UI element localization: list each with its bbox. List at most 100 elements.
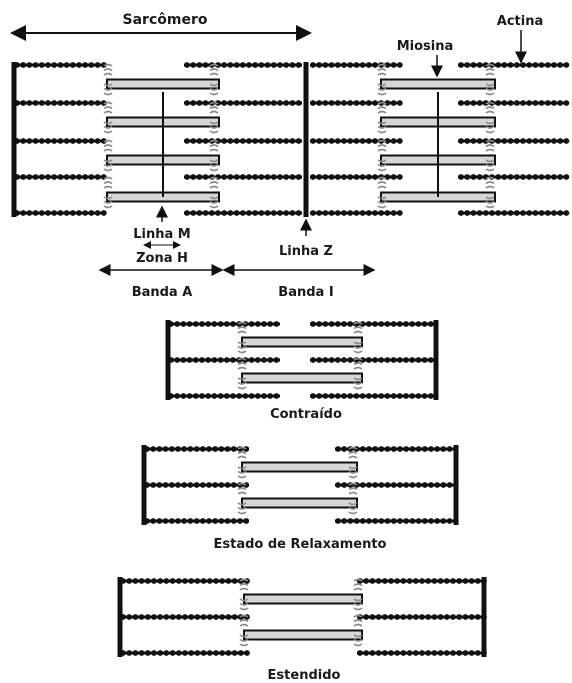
actin-bead bbox=[224, 446, 231, 452]
actin-bead bbox=[196, 100, 203, 106]
actin-bead bbox=[32, 62, 39, 68]
myosin-head bbox=[485, 87, 495, 91]
myosin-head bbox=[103, 83, 113, 87]
actin-bead bbox=[157, 650, 164, 656]
actin-bead bbox=[394, 578, 401, 584]
actin-bead bbox=[26, 210, 33, 216]
actin-bead bbox=[138, 578, 145, 584]
actin-bead bbox=[168, 482, 175, 488]
actin-bead bbox=[174, 357, 181, 363]
myosin-head bbox=[348, 470, 358, 474]
actin-filament bbox=[184, 174, 302, 180]
actin-bead bbox=[415, 321, 422, 327]
actin-bead bbox=[144, 578, 151, 584]
actin-bead bbox=[76, 210, 82, 216]
actin-bead bbox=[213, 650, 219, 656]
actin-bead bbox=[175, 650, 182, 656]
actin-bead bbox=[233, 100, 240, 106]
actin-bead bbox=[88, 174, 95, 180]
actin-bead bbox=[334, 138, 341, 144]
actin-bead bbox=[341, 210, 347, 216]
actin-bead bbox=[310, 100, 316, 106]
actin-bead bbox=[273, 357, 280, 363]
actin-bead bbox=[481, 650, 487, 656]
actin-bead bbox=[353, 393, 360, 399]
actin-bead bbox=[482, 174, 489, 180]
actin-bead bbox=[334, 100, 341, 106]
actin-bead bbox=[156, 446, 163, 452]
actin-bead bbox=[419, 578, 425, 584]
actin-bead bbox=[206, 446, 212, 452]
actin-bead bbox=[206, 578, 213, 584]
actin-bead bbox=[390, 321, 397, 327]
actin-bead bbox=[412, 578, 419, 584]
actin-bead bbox=[57, 174, 64, 180]
myosin-head bbox=[377, 110, 387, 114]
myosin-head bbox=[377, 205, 387, 209]
actin-bead bbox=[162, 518, 169, 524]
actin-bead bbox=[557, 100, 564, 106]
actin-bead bbox=[328, 62, 335, 68]
myosin-head-cluster bbox=[103, 63, 113, 96]
actin-bead bbox=[162, 446, 169, 452]
myosin-head bbox=[239, 602, 249, 606]
actin-bead bbox=[227, 100, 234, 106]
actin-bead bbox=[221, 174, 228, 180]
actin-bead bbox=[372, 482, 379, 488]
actin-bead bbox=[186, 357, 193, 363]
actin-bead bbox=[403, 321, 409, 327]
myosin-head bbox=[377, 200, 387, 204]
actin-filament bbox=[184, 210, 302, 216]
myosin-head bbox=[377, 63, 387, 67]
actin-filament bbox=[168, 357, 280, 363]
actin-bead bbox=[372, 210, 378, 216]
actin-bead bbox=[144, 482, 150, 488]
actin-bead bbox=[551, 62, 557, 68]
actin-bead bbox=[213, 578, 219, 584]
actin-bead bbox=[252, 62, 259, 68]
actin-bead bbox=[100, 174, 107, 180]
actin-bead bbox=[328, 174, 335, 180]
actin-bead bbox=[316, 62, 323, 68]
myosin-head bbox=[209, 139, 219, 143]
actin-bead bbox=[225, 650, 232, 656]
actin-bead bbox=[372, 100, 378, 106]
actin-bead bbox=[261, 357, 267, 363]
actin-bead bbox=[363, 614, 370, 620]
actin-bead bbox=[163, 650, 170, 656]
stretched-caption: Estendido bbox=[268, 668, 341, 683]
myosin-head bbox=[377, 83, 387, 87]
myosin-head bbox=[209, 130, 219, 134]
myosin-head-cluster bbox=[377, 139, 387, 172]
myosin-head bbox=[103, 72, 113, 76]
actin-bead bbox=[151, 578, 157, 584]
actin-filament bbox=[14, 210, 107, 216]
relaxed-sarcomere bbox=[141, 445, 459, 525]
actin-bead bbox=[421, 482, 428, 488]
actin-bead bbox=[242, 393, 249, 399]
actin-bead bbox=[100, 138, 107, 144]
actin-bead bbox=[396, 357, 403, 363]
actin-bead bbox=[132, 650, 139, 656]
actin-bead bbox=[246, 100, 252, 106]
actin-bead bbox=[174, 393, 181, 399]
actin-bead bbox=[310, 62, 316, 68]
actin-bead bbox=[468, 578, 475, 584]
myosin-head bbox=[353, 362, 363, 366]
actin-filament bbox=[357, 650, 487, 656]
actin-bead bbox=[237, 650, 244, 656]
myosin-head bbox=[209, 101, 219, 105]
actin-bead bbox=[57, 100, 64, 106]
actin-bead bbox=[341, 357, 347, 363]
actin-bead bbox=[334, 321, 341, 327]
actin-bead bbox=[458, 138, 464, 144]
z-line bbox=[303, 62, 309, 217]
actin-bead bbox=[246, 138, 252, 144]
actin-bead bbox=[218, 446, 225, 452]
myosin-head bbox=[237, 377, 247, 381]
myosin-head bbox=[239, 623, 249, 627]
actin-bead bbox=[190, 174, 197, 180]
myosin-head bbox=[237, 455, 247, 459]
actin-bead bbox=[248, 357, 255, 363]
